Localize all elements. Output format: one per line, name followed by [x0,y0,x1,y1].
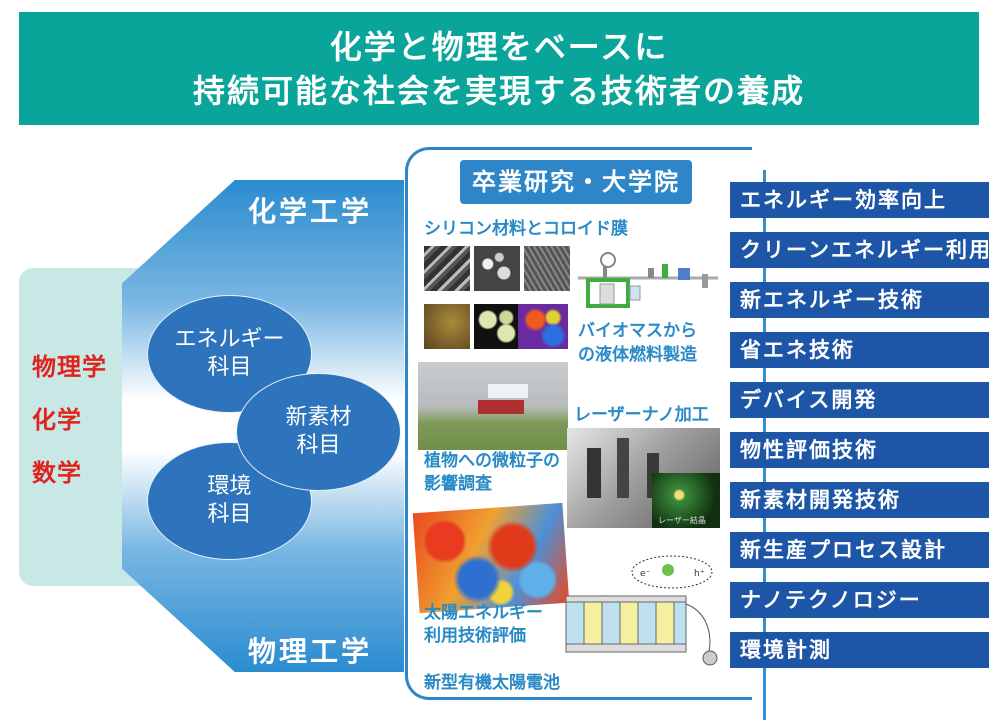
laser-inset-caption: レーザー結晶 [658,516,706,525]
chemical-engineering-label: 化学工学 [248,195,373,228]
outcome-energy-efficiency: エネルギー効率向上 [730,182,989,218]
ellipse-line: 環境 [207,474,252,499]
ellipse-line: 科目 [296,433,341,458]
outcome-environmental-measurement: 環境計測 [730,632,989,668]
outcome-nanotechnology: ナノテクノロジー [730,582,989,618]
outcome-property-evaluation: 物性評価技術 [730,432,989,468]
topic-biomass-line-2: の液体燃料製造 [578,345,697,365]
outcome-clean-energy: クリーンエネルギー利用 [730,232,990,268]
laser-crystal-inset-photo: レーザー結晶 [652,473,720,528]
colloid-image-heatmap [518,304,568,349]
environment-subjects-ellipse: 環境 科目 [147,442,312,560]
solar-energy-heatmap [412,502,570,614]
research-title: 卒業研究・大学院 [460,160,692,204]
organic-solar-cell-diagram: e⁻ h⁺ hν [562,554,722,674]
ellipse-line: 科目 [207,355,252,380]
topic-plants-line-1: 植物への微粒子の [424,451,560,471]
topic-plants-line-2: 影響調査 [424,474,492,494]
svg-text:h⁺: h⁺ [694,569,705,579]
new-materials-subjects-ellipse: 新素材 科目 [236,373,401,491]
topic-biomass-line-1: バイオマスから [578,321,697,341]
topic-laser-nano: レーザーナノ加工 [574,405,709,425]
outcome-device-development: デバイス開発 [730,382,989,418]
biomass-apparatus-diagram [578,248,720,308]
ellipse-line: 科目 [207,502,252,527]
topic-solar-line-2: 利用技術評価 [424,626,526,646]
base-subject-chemistry: 化学 [32,406,82,434]
title-line-1: 化学と物理をベースに [329,27,669,66]
base-subject-physics: 物理学 [32,353,107,381]
ellipse-line: エネルギー [174,327,285,352]
plant-chamber-photo [418,362,568,450]
colloid-image-brown [424,304,470,349]
svg-text:e⁻: e⁻ [640,569,651,579]
sem-image-fibers [424,246,470,291]
topic-solar-line-1: 太陽エネルギー [424,603,543,623]
physical-engineering-label: 物理工学 [248,635,373,668]
title-banner: 化学と物理をベースに 持続可能な社会を実現する技術者の養成 [19,12,979,125]
topic-silicon-colloid: シリコン材料とコロイド膜 [424,219,628,239]
outcome-energy-saving: 省エネ技術 [730,332,989,368]
sem-image-network [524,246,570,291]
outcome-new-materials: 新素材開発技術 [730,482,989,518]
base-subjects-list: 物理学 化学 数学 [32,355,107,514]
topic-organic-solar-cell: 新型有機太陽電池 [424,673,560,693]
base-subject-math: 数学 [32,459,82,487]
title-line-2: 持続可能な社会を実現する技術者の養成 [192,71,805,110]
ellipse-line: 新素材 [285,405,352,430]
outcome-process-design: 新生産プロセス設計 [730,532,989,568]
sem-image-spheres [474,246,520,291]
colloid-image-green [474,304,520,349]
outcome-new-energy-tech: 新エネルギー技術 [730,282,989,318]
